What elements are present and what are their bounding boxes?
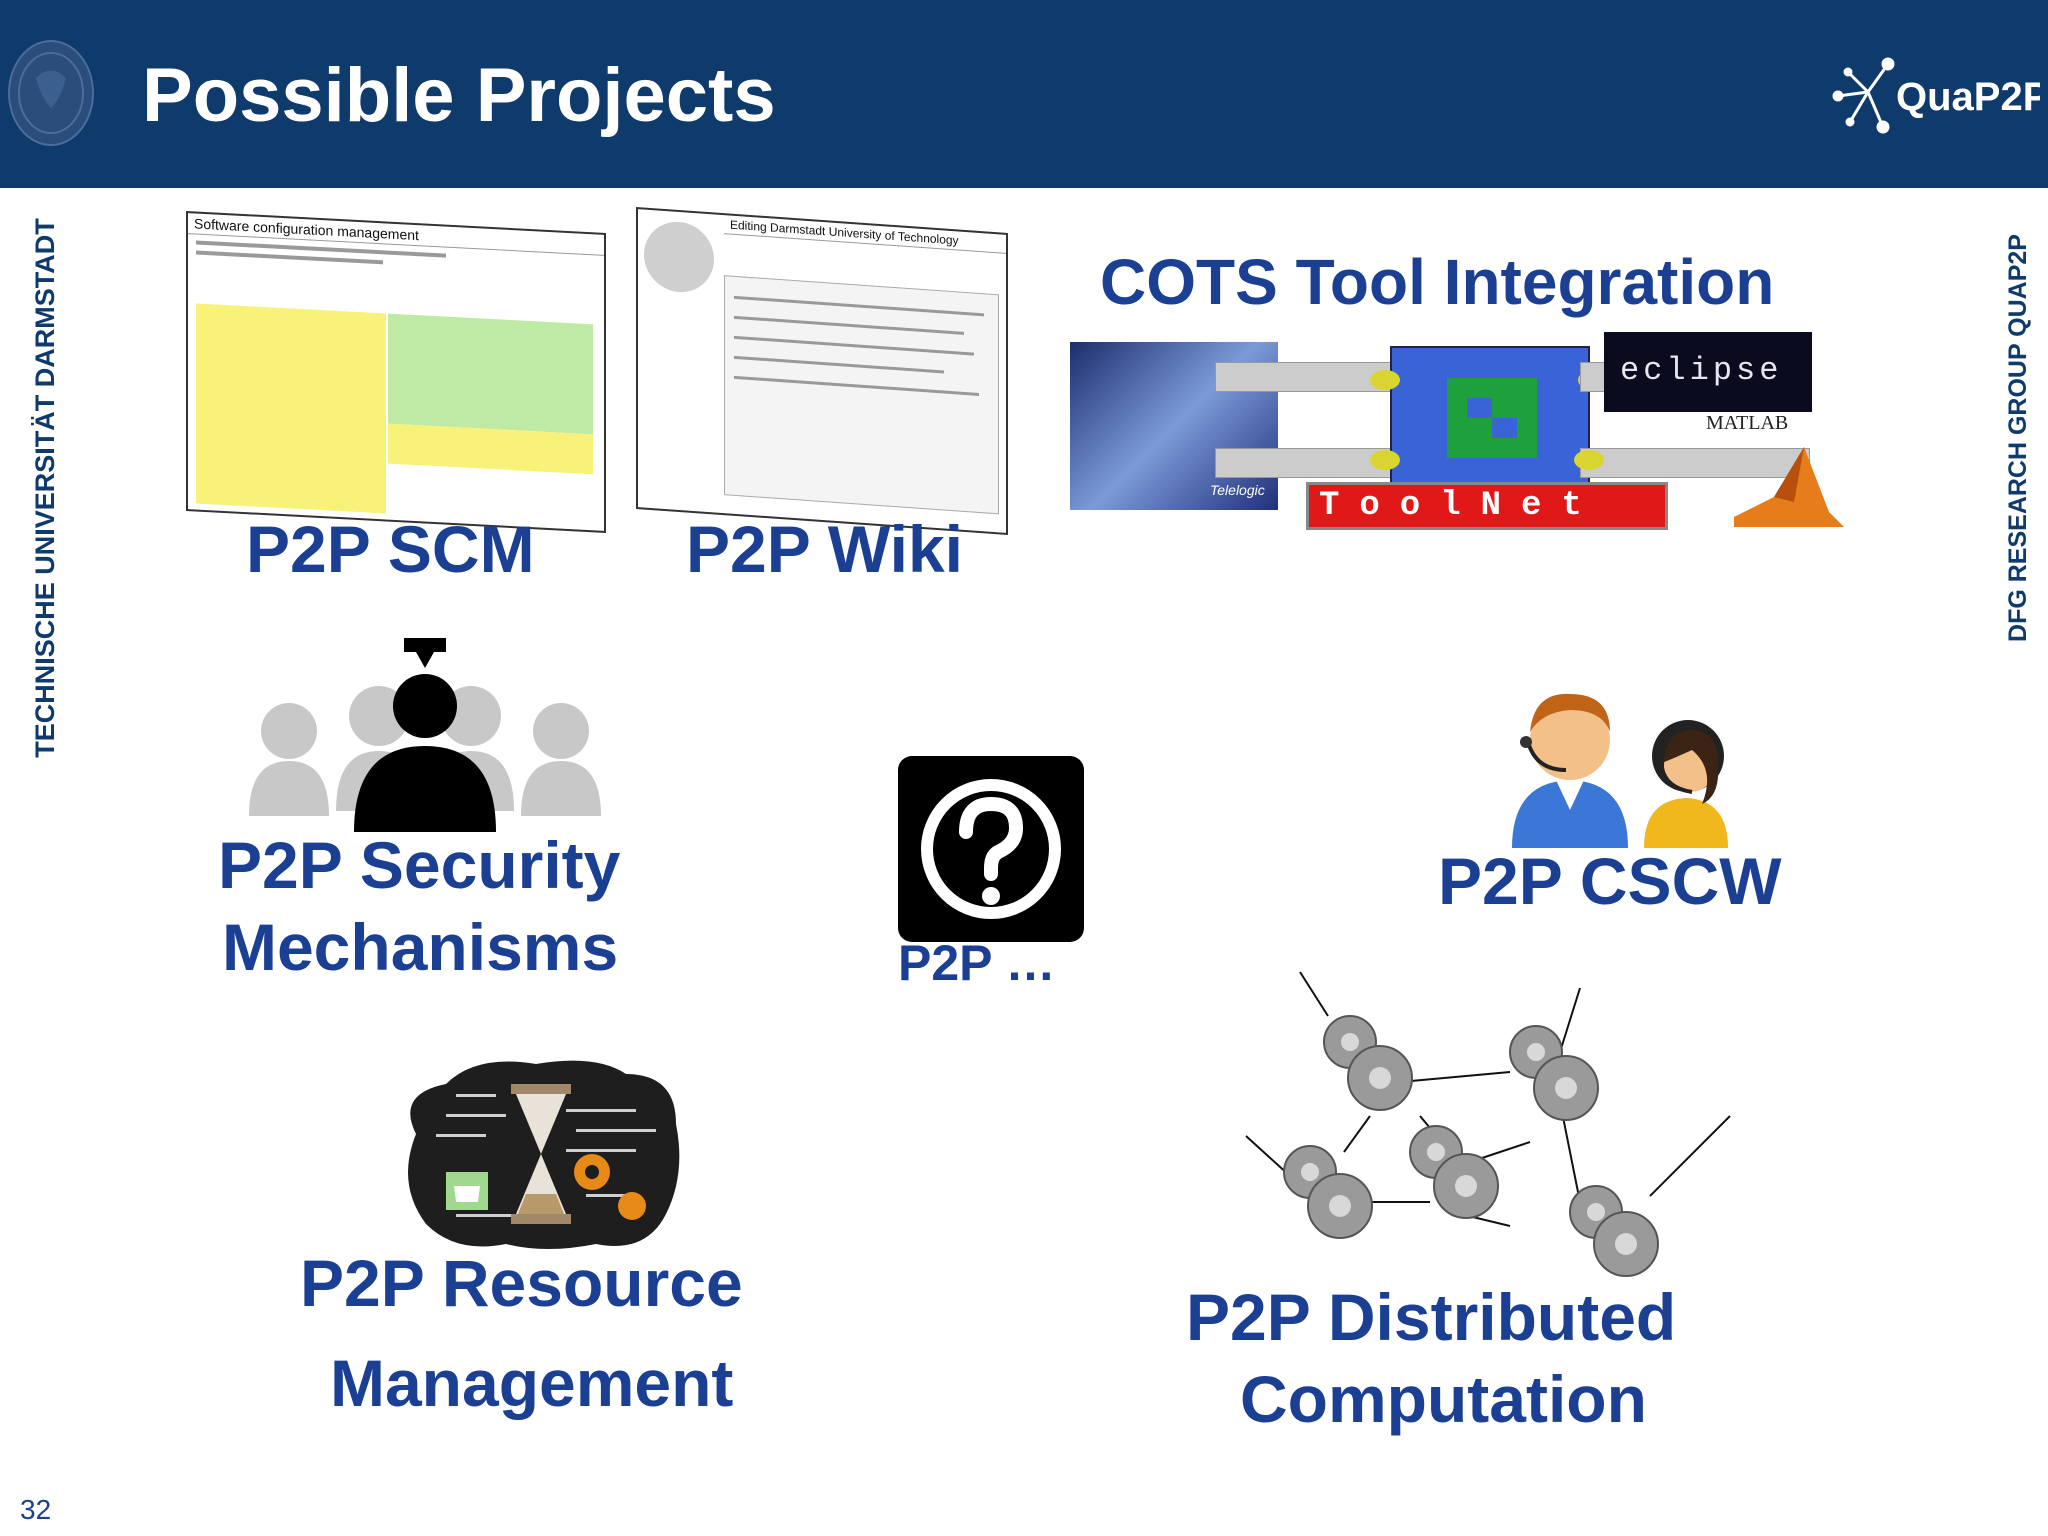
resource-label-line1: P2P Resource xyxy=(300,1246,743,1320)
wiki-screenshot: Editing Darmstadt University of Technolo… xyxy=(636,206,1008,536)
header-bar: Possible Projects QuaP2P xyxy=(0,0,2048,188)
university-seal-icon xyxy=(8,40,94,146)
matlab-label: MATLAB xyxy=(1706,412,1789,434)
security-label-line2: Mechanisms xyxy=(222,910,619,984)
toolnet-banner: ToolNet xyxy=(1306,482,1668,530)
cscw-label: P2P CSCW xyxy=(1438,844,1782,918)
page-number: 32 xyxy=(20,1494,52,1525)
scm-screenshot-title: Software configuration management xyxy=(188,213,604,256)
wiki-screenshot-title: Editing Darmstadt University of Technolo… xyxy=(724,215,1006,254)
eclipse-label: eclipse xyxy=(1620,352,1783,389)
telelogic-label: Telelogic xyxy=(1210,482,1265,498)
sidebar-right-text: DFG RESEARCH GROUP QUAP2P xyxy=(2004,234,2032,642)
resource-management-icon xyxy=(408,1060,680,1249)
distributed-label-line2: Computation xyxy=(1240,1362,1647,1436)
distributed-label-line1: P2P Distributed xyxy=(1186,1280,1677,1354)
toolnet-core-graphic xyxy=(1390,346,1590,488)
logo-text: QuaP2P xyxy=(1896,75,2040,119)
security-people-icon xyxy=(249,638,601,832)
support-agents-icon xyxy=(1512,693,1728,848)
resource-label-line2: Management xyxy=(330,1346,734,1420)
quap2p-logo: QuaP2P xyxy=(1828,52,2040,140)
wiki-label: P2P Wiki xyxy=(686,512,963,586)
question-mark-icon xyxy=(898,756,1084,942)
sidebar-left-text: TECHNISCHE UNIVERSITÄT DARMSTADT xyxy=(30,218,60,758)
distributed-gears-network-icon xyxy=(1245,971,1731,1277)
scm-screenshot: Software configuration management xyxy=(186,210,606,534)
cots-label: COTS Tool Integration xyxy=(1100,246,1775,318)
page-title: Possible Projects xyxy=(142,53,776,138)
toolnet-label: ToolNet xyxy=(1319,487,1602,525)
eclipse-logo: eclipse xyxy=(1604,332,1812,412)
matlab-peak-icon xyxy=(1734,447,1844,527)
security-label-line1: P2P Security xyxy=(218,828,621,902)
wiki-globe-icon xyxy=(644,219,714,295)
scm-label: P2P SCM xyxy=(246,512,535,586)
cots-integration-graphic: Telelogic eclipse MATLAB ToolNet xyxy=(1070,330,1850,540)
telelogic-image: Telelogic xyxy=(1070,342,1278,510)
unknown-project-label: P2P … xyxy=(898,935,1056,991)
